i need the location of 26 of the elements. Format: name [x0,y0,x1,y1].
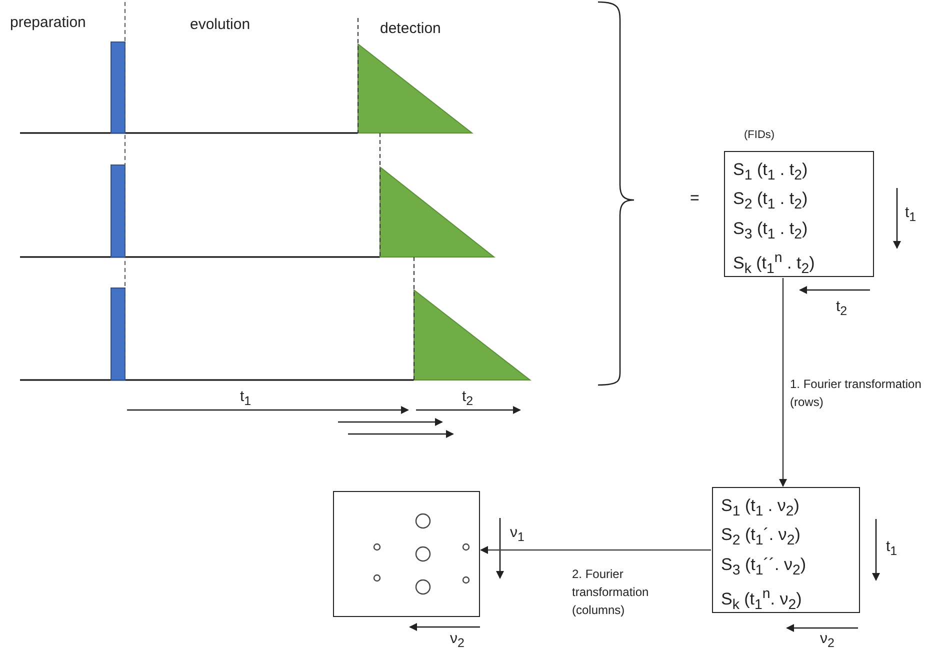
equals-sign: = [690,190,700,208]
axis-label: t$_{2}$ [462,388,474,408]
formula-text: S$_{1}$ (t$_{1}$ . t$_{2}$) [733,159,808,186]
arrow [480,546,711,554]
signal-matrix-box [712,487,860,613]
phase-label: preparation [10,14,86,31]
axis-label: t$_{2}$ [836,298,848,318]
spectrum-box [333,491,480,617]
node-label: (FIDs) [744,129,775,141]
axis-label: t$_{1}$ [886,538,898,558]
axis-label: t$_{1}$ [240,388,252,408]
axis-label: t$_{1}$ [905,204,916,224]
formula-text: S$_{3}$ (t$_{1}$ . t$_{2}$) [733,218,808,244]
formula-text: S$_{k}$ (t$_{1}$$^{n}$. ν$_{2}$) [721,585,802,616]
formula-text: S$_{k}$ (t$_{1}$$^{n}$ . t$_{2}$) [733,249,815,280]
arrow [779,278,787,487]
formula-text: S$_{1}$ (t$_{1}$ . ν$_{2}$) [721,495,800,522]
formula-text: S$_{3}$ (t$_{1}$´´. ν$_{2}$) [721,554,806,580]
phase-label: detection [380,20,441,37]
formula-text: S$_{2}$ (t$_{1}$ . t$_{2}$) [733,188,808,215]
axis-label: ν$_{2}$ [450,630,464,649]
axis-label: ν$_{1}$ [510,524,524,544]
formula-text: S$_{2}$ (t$_{1}$´. ν$_{2}$) [721,524,800,551]
phase-label: evolution [190,16,250,33]
axis-label: ν$_{2}$ [820,630,834,649]
signal-matrix-box [724,151,874,277]
